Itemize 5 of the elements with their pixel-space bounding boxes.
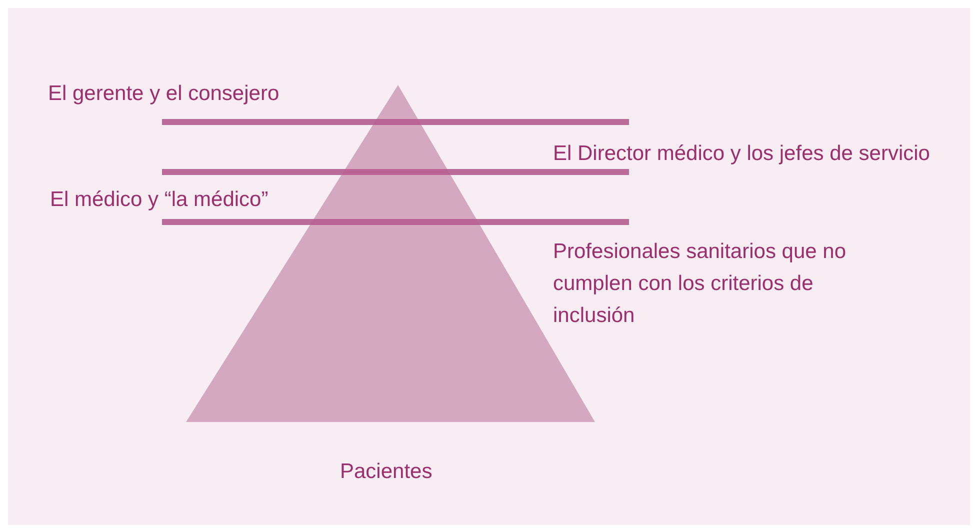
- level-label: El médico y “la médico”: [50, 187, 268, 213]
- level-label: El Director médico y los jefes de servicio: [553, 141, 930, 167]
- level-label: Pacientes: [340, 459, 432, 485]
- level-label: El gerente y el consejero: [48, 81, 280, 107]
- level-label: Profesionales sanitarios que no cumplen con los criterios de inclusión: [553, 239, 848, 329]
